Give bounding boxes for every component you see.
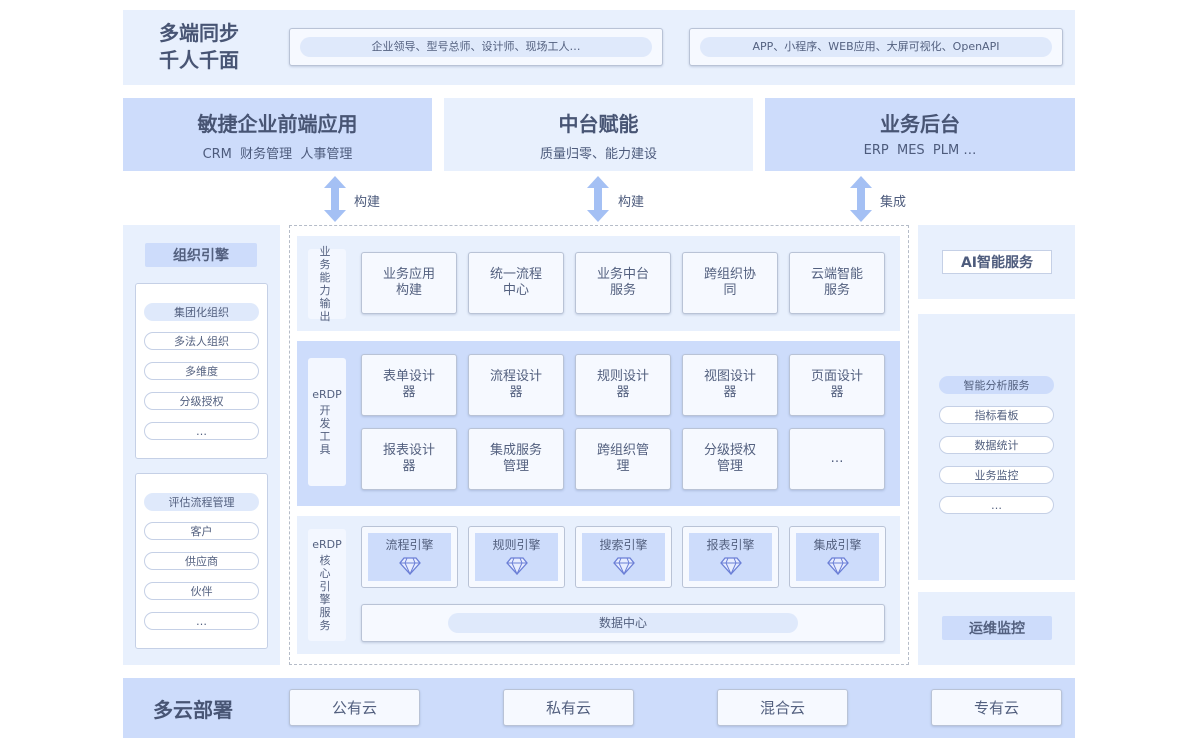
diamond-icon <box>719 557 742 575</box>
engine-label: 搜索引擎 <box>599 538 648 552</box>
double-arrow-icon <box>324 176 346 222</box>
list-item: 多法人组织 <box>144 332 259 350</box>
tool-card[interactable]: 分级授权管理 <box>682 428 778 490</box>
analysis-header: 智能分析服务 <box>939 376 1054 394</box>
diamond-icon <box>505 557 528 575</box>
cloud-option[interactable]: 私有云 <box>503 689 634 726</box>
org-engine-title: 组织引擎 <box>145 243 257 267</box>
ai-service-label: AI智能服务 <box>942 250 1052 274</box>
list-item: 伙伴 <box>144 582 259 600</box>
double-arrow-icon <box>850 176 872 222</box>
list-item: 数据统计 <box>939 436 1054 454</box>
double-arrow-icon <box>587 176 609 222</box>
users-box: 企业领导、型号总师、设计师、现场工人… <box>289 28 663 66</box>
engine-label: 规则引擎 <box>492 538 541 552</box>
list-item: 分级授权 <box>144 392 259 410</box>
list-item: 指标看板 <box>939 406 1054 424</box>
engine-label: 集成引擎 <box>813 538 862 552</box>
arrow-label: 集成 <box>880 195 907 210</box>
tool-card[interactable]: 规则设计器 <box>575 354 671 416</box>
analysis-panel: 智能分析服务 指标看板 数据统计 业务监控 … <box>918 314 1075 580</box>
tier-title: 敏捷企业前端应用 <box>197 112 358 136</box>
engine-label: 流程引擎 <box>385 538 434 552</box>
list-item: 供应商 <box>144 552 259 570</box>
tool-card[interactable]: 跨组织管理 <box>575 428 671 490</box>
list-item: 多维度 <box>144 362 259 380</box>
ops-panel: 运维监控 <box>918 592 1075 665</box>
tier-subtitle: ERP MES PLM … <box>863 143 977 158</box>
cloud-option[interactable]: 公有云 <box>289 689 420 726</box>
capability-card[interactable]: 云端智能服务 <box>789 252 885 314</box>
diamond-icon <box>612 557 635 575</box>
data-center: 数据中心 <box>361 604 885 642</box>
arrow-label: 构建 <box>354 195 381 210</box>
arrow-label: 构建 <box>618 195 645 210</box>
capability-card[interactable]: 业务应用构建 <box>361 252 457 314</box>
engine-label: 报表引擎 <box>706 538 755 552</box>
tier-frontend: 敏捷企业前端应用 CRM 财务管理 人事管理 <box>123 98 432 171</box>
cloud-option[interactable]: 混合云 <box>717 689 848 726</box>
capability-card[interactable]: 跨组织协同 <box>682 252 778 314</box>
ops-label: 运维监控 <box>942 616 1052 640</box>
cloud-option[interactable]: 专有云 <box>931 689 1062 726</box>
org-engine-panel: 组织引擎 集团化组织 多法人组织 多维度 分级授权 … 评估流程管理 客户 供应… <box>123 225 280 665</box>
multi-terminal-section: 多端同步 千人千面 企业领导、型号总师、设计师、现场工人… APP、小程序、WE… <box>123 10 1075 85</box>
tool-card[interactable]: 页面设计器 <box>789 354 885 416</box>
tier-backend: 业务后台 ERP MES PLM … <box>765 98 1075 171</box>
tier-title: 业务后台 <box>880 112 960 136</box>
tool-card[interactable]: 报表设计器 <box>361 428 457 490</box>
tool-card[interactable]: … <box>789 428 885 490</box>
engine-card[interactable]: 报表引擎 <box>682 526 779 588</box>
engine-card[interactable]: 流程引擎 <box>361 526 458 588</box>
data-center-label: 数据中心 <box>448 613 798 633</box>
tool-card[interactable]: 表单设计器 <box>361 354 457 416</box>
tool-card[interactable]: 集成服务管理 <box>468 428 564 490</box>
title-line1: 多端同步 <box>159 21 239 45</box>
row-label: 业务能力输出 <box>308 245 346 323</box>
title-line2: 千人千面 <box>159 48 239 72</box>
group-header: 集团化组织 <box>144 303 259 321</box>
diamond-icon <box>398 557 421 575</box>
tier-subtitle: CRM 财务管理 人事管理 <box>202 147 353 162</box>
channels-box: APP、小程序、WEB应用、大屏可视化、OpenAPI <box>689 28 1063 66</box>
channels-pill: APP、小程序、WEB应用、大屏可视化、OpenAPI <box>700 37 1052 57</box>
list-item: … <box>144 612 259 630</box>
engine-card[interactable]: 搜索引擎 <box>575 526 672 588</box>
list-item: … <box>144 422 259 440</box>
tool-card[interactable]: 视图设计器 <box>682 354 778 416</box>
section-title: 多端同步 千人千面 <box>159 20 239 74</box>
tier-title: 中台赋能 <box>558 112 639 136</box>
group-org: 集团化组织 多法人组织 多维度 分级授权 … <box>135 283 268 459</box>
section-title: 多云部署 <box>153 698 233 722</box>
capability-card[interactable]: 统一流程中心 <box>468 252 564 314</box>
ai-service-panel: AI智能服务 <box>918 225 1075 299</box>
tool-card[interactable]: 流程设计器 <box>468 354 564 416</box>
capability-card[interactable]: 业务中台服务 <box>575 252 671 314</box>
list-item: 业务监控 <box>939 466 1054 484</box>
engine-card[interactable]: 规则引擎 <box>468 526 565 588</box>
group-process: 评估流程管理 客户 供应商 伙伴 … <box>135 473 268 649</box>
users-pill: 企业领导、型号总师、设计师、现场工人… <box>300 37 652 57</box>
engine-card[interactable]: 集成引擎 <box>789 526 886 588</box>
group-header: 评估流程管理 <box>144 493 259 511</box>
center-platform: 业务能力输出 业务应用构建统一流程中心业务中台服务跨组织协同云端智能服务 eRD… <box>289 225 909 665</box>
business-output-row: 业务能力输出 业务应用构建统一流程中心业务中台服务跨组织协同云端智能服务 <box>297 236 900 331</box>
list-item: 客户 <box>144 522 259 540</box>
list-item: … <box>939 496 1054 514</box>
tier-middle: 中台赋能 质量归零、能力建设 <box>444 98 753 171</box>
tier-subtitle: 质量归零、能力建设 <box>539 147 657 162</box>
diamond-icon <box>826 557 849 575</box>
multi-cloud-section: 多云部署 公有云 私有云 混合云 专有云 <box>123 678 1075 738</box>
